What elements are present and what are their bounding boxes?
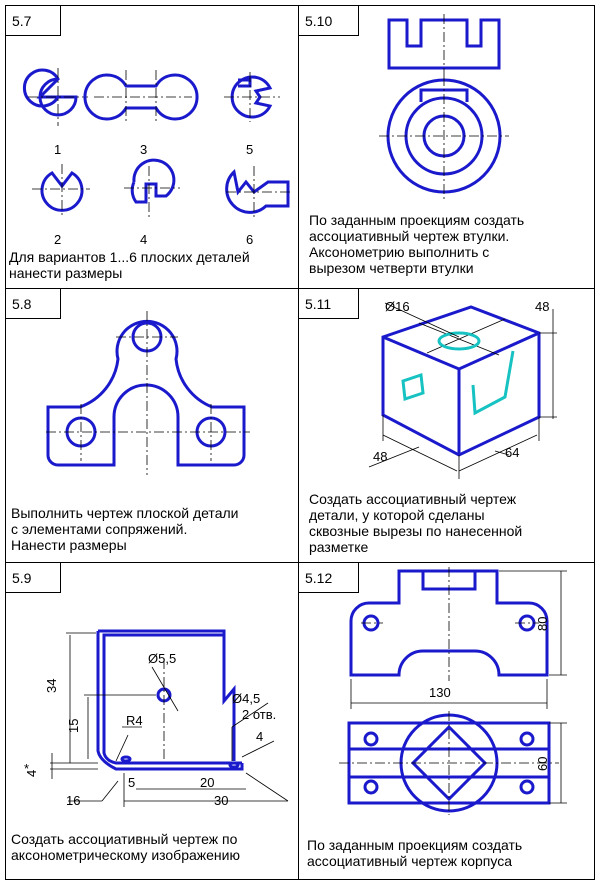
- dimension-label: R4: [126, 713, 143, 728]
- dimension-label: 30: [214, 793, 228, 808]
- variant-label: 5: [246, 142, 253, 157]
- dimension-label: 60: [535, 757, 550, 771]
- dimension-label: 4: [256, 729, 263, 744]
- dimension-label: 80: [535, 617, 550, 631]
- housing-front-view: [349, 567, 549, 681]
- dimension-label: *: [24, 761, 29, 776]
- cell-number: 5.12: [299, 563, 359, 593]
- housing-drawing: 80 130 60: [339, 567, 567, 815]
- dimension-label: 48: [535, 299, 549, 314]
- cell-5-9: 5.9: [5, 562, 299, 880]
- dimension-label: 16: [66, 793, 80, 808]
- dimension-label: Ø5,5: [148, 651, 176, 666]
- cell-number: 5.7: [6, 6, 61, 36]
- dimension-lines: [350, 570, 567, 804]
- part-3: [83, 70, 199, 124]
- part-1: [22, 68, 88, 126]
- dimension-label: 5: [128, 775, 135, 790]
- variant-label: 6: [246, 232, 253, 247]
- dimension-label: 4: [24, 770, 39, 777]
- part-5: [224, 72, 280, 122]
- bracket-body: [96, 629, 244, 771]
- dimension-label: 20: [200, 775, 214, 790]
- task-description: По заданным проекциям создать ассоциатив…: [307, 837, 523, 869]
- task-description: Создать ассоциативный чертеж по аксономе…: [11, 831, 240, 863]
- cell-5-10: 5.10 По заданным проекциям создать ассоц…: [298, 5, 595, 289]
- flat-parts-drawing: 1 3 5 2 4 6: [22, 68, 290, 247]
- dimension-label: 34: [44, 679, 59, 693]
- part-6: [225, 166, 290, 220]
- dimension-label: Ø16: [385, 299, 410, 314]
- cell-5-8: 5.8 Выполнить чертеж плоской детали с эл…: [5, 288, 299, 563]
- dimension-label: 2 отв.: [242, 707, 276, 722]
- task-description: Для вариантов 1...6 плоских деталей нане…: [9, 249, 250, 281]
- cell-5-7: 5.7 1 3: [5, 5, 299, 289]
- bushing-top-view: [387, 14, 501, 76]
- variant-label: 3: [140, 142, 147, 157]
- part-4: [124, 158, 180, 218]
- housing-top-view: [339, 711, 559, 815]
- task-description: По заданным проекциям создать ассоциатив…: [309, 212, 525, 276]
- variant-label: 1: [54, 142, 61, 157]
- dimension-label: 64: [505, 445, 519, 460]
- dimension-lines: [368, 302, 557, 479]
- cell-number: 5.10: [299, 6, 359, 36]
- cell-5-11: 5.11: [298, 288, 595, 563]
- bracket-isometric-drawing: Ø5,5 34 15 R4 Ø4,5 2 отв. 4 4 * 20 5 30 …: [24, 629, 289, 808]
- cell-5-12: 5.12: [298, 562, 595, 880]
- cell-number: 5.9: [6, 563, 61, 593]
- bushing-front-view: [379, 76, 509, 202]
- cell-number: 5.8: [6, 289, 61, 319]
- dimension-label: Ø4,5: [232, 691, 260, 706]
- cut-markings: [401, 331, 515, 416]
- dimension-lines: [50, 632, 289, 807]
- part-2: [32, 164, 90, 216]
- variant-label: 2: [54, 232, 61, 247]
- task-description: Выполнить чертеж плоской детали с элемен…: [11, 505, 239, 553]
- dimension-label: 48: [373, 449, 387, 464]
- cell-number: 5.11: [299, 289, 359, 319]
- dimension-label: 130: [429, 685, 451, 700]
- block-isometric-drawing: Ø16 48 48 64: [368, 299, 557, 479]
- task-description: Создать ассоциативный чертеж детали, у к…: [309, 491, 523, 555]
- bushing-drawing: [379, 14, 509, 202]
- variant-label: 4: [140, 232, 147, 247]
- flat-part-drawing: [46, 311, 250, 475]
- dimension-label: 15: [66, 719, 81, 733]
